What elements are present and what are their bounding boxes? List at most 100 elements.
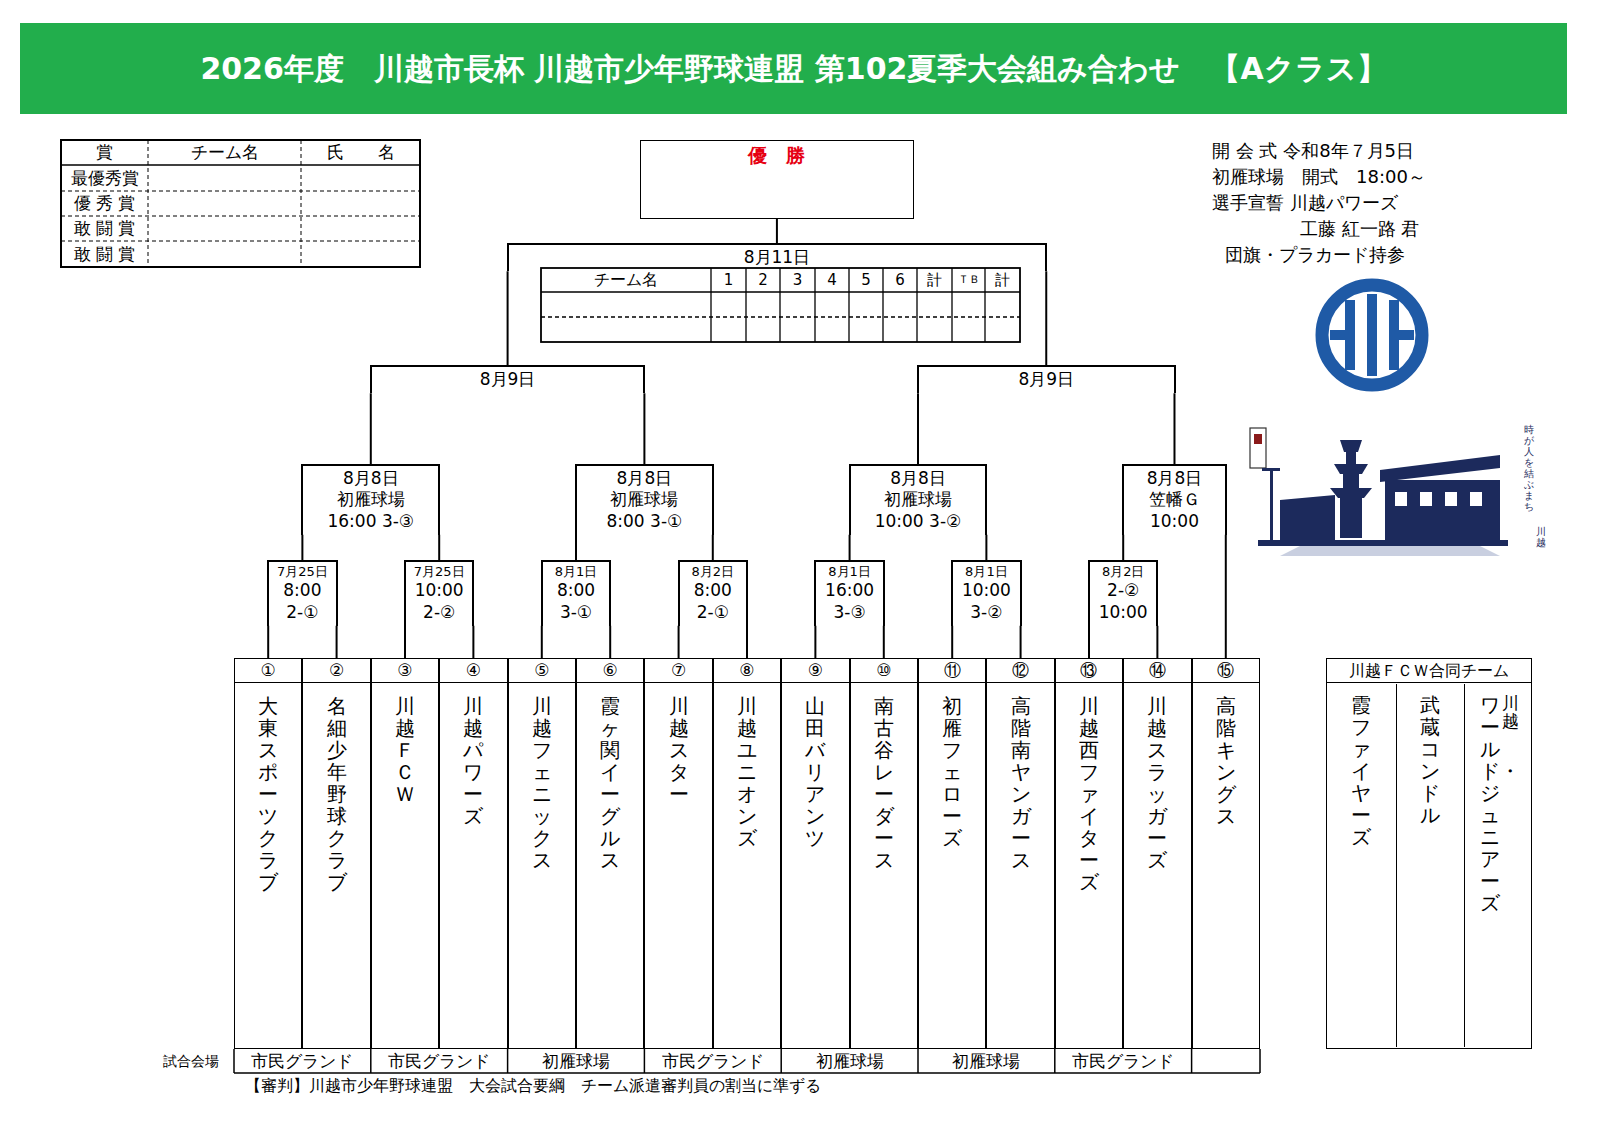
- team-number: ⑤: [509, 659, 575, 683]
- team-column: ⑪ 初雁フェローズ: [918, 658, 986, 1049]
- label: 市民グランド: [644, 1049, 781, 1073]
- team-column: ⑭川越スラッガーズ: [1123, 658, 1191, 1049]
- match-bracket: 7月25日8:002-①: [267, 560, 337, 626]
- illustration-text: 川越: [1536, 526, 1546, 548]
- label: 5: [849, 268, 883, 292]
- match-info: 3-②: [955, 602, 1017, 623]
- match-bracket: 8月9日: [370, 365, 646, 393]
- team-number: ⑥: [577, 659, 643, 683]
- match-info: 8月1日: [955, 564, 1017, 580]
- label: 氏 名: [301, 140, 420, 165]
- match-info: 8月2日: [1092, 564, 1154, 580]
- match-info: 3-③: [818, 602, 880, 623]
- champion-box: 優 勝: [640, 140, 914, 219]
- team-name: 名細少年野球クラブ: [327, 695, 347, 893]
- city-emblem: [1322, 285, 1422, 385]
- bracket-line: [609, 626, 611, 658]
- team-number: ⑫: [987, 659, 1053, 683]
- match-info: 初雁球場: [853, 489, 984, 510]
- match-info: 8:00: [545, 580, 607, 601]
- team-name: 高階キングス: [1216, 695, 1236, 827]
- label: 敢 闘 賞: [61, 216, 148, 241]
- team-column: ⑩南古谷レーダース: [850, 658, 918, 1049]
- team-number: ⑪: [919, 659, 985, 683]
- bracket-line: [776, 219, 778, 243]
- team-name: 初雁フェローズ: [942, 695, 962, 849]
- match-info: 8:00: [271, 580, 333, 601]
- match-info: 2-②: [1092, 580, 1154, 601]
- match-info: 16:00: [818, 580, 880, 601]
- bracket-line: [336, 626, 338, 658]
- team-number: ⑬: [1056, 659, 1122, 683]
- match-bracket: 8月8日初雁球場10:00 3-②: [849, 464, 988, 535]
- label: チーム名: [148, 140, 301, 165]
- team-name: 川越西ファイターズ: [1079, 695, 1099, 893]
- team-column: ⑬ 川越西ファイターズ: [1055, 658, 1123, 1049]
- bracket-line: [404, 626, 406, 658]
- match-info: 10:00: [1092, 602, 1154, 623]
- label: 初雁球場 開式 18:00～: [1212, 164, 1572, 190]
- awards-table-lines: [61, 140, 420, 267]
- bracket-line: [643, 393, 645, 464]
- team-name: 川越ユニオンズ: [737, 695, 757, 849]
- bracket-line: [746, 626, 748, 658]
- label: 6: [883, 268, 917, 292]
- label: 4: [815, 268, 849, 292]
- match-info: 8月9日: [921, 369, 1172, 390]
- match-bracket: 8月1日10:003-②: [951, 560, 1021, 626]
- match-info: 8月9日: [374, 369, 642, 390]
- match-info: 10:00: [408, 580, 470, 601]
- label: 最優秀賞: [61, 165, 148, 191]
- match-info: 16:00 3-③: [305, 511, 436, 532]
- match-bracket: 8月11日: [507, 243, 1048, 271]
- team-column: ⑨山田バリアンツ: [781, 658, 849, 1049]
- bracket-line: [1020, 626, 1022, 658]
- label: 2: [746, 268, 780, 292]
- label: 計: [985, 268, 1020, 292]
- label: 試合会場: [150, 1049, 232, 1073]
- champion-label: 優 勝: [641, 144, 913, 167]
- bracket-line: [951, 626, 953, 658]
- match-info: 2-①: [271, 602, 333, 623]
- team-name: 大東スポーツクラブ: [258, 695, 278, 893]
- label: 敢 闘 賞: [61, 241, 148, 267]
- match-info: 7月25日: [408, 564, 470, 580]
- match-info: 10:00: [1126, 511, 1223, 532]
- team-number: ⑧: [714, 659, 780, 683]
- team-name: 川越ＦＣＷ: [395, 695, 415, 805]
- member-team: 霞ファイヤーズ: [1327, 684, 1396, 1047]
- match-info: 8月11日: [511, 247, 1044, 268]
- label: 初雁球場: [781, 1049, 918, 1073]
- match-bracket: 8月2日8:002-①: [678, 560, 748, 626]
- match-bracket: 8月2日2-②10:00: [1088, 560, 1158, 626]
- label: 市民グランド: [234, 1049, 371, 1073]
- bracket-line: [575, 535, 577, 560]
- team-name: 山田バリアンツ: [805, 695, 825, 849]
- team-column: ⑫高階南ヤンガース: [986, 658, 1054, 1049]
- team-name: 川越フェニックス: [532, 695, 552, 871]
- match-bracket: 8月8日初雁球場8:00 3-①: [575, 464, 714, 535]
- label: 市民グランド: [371, 1049, 508, 1073]
- team-name: 南古谷レーダース: [874, 695, 894, 871]
- bracket-line: [1045, 271, 1047, 365]
- team-column: ②名細少年野球クラブ: [302, 658, 370, 1049]
- team-number: ⑭: [1124, 659, 1190, 683]
- team-number: ⑮: [1193, 659, 1259, 683]
- label: 工藤 紅一路 君: [1300, 216, 1560, 242]
- team-number: ①: [235, 659, 301, 683]
- match-info: 10:00 3-②: [853, 511, 984, 532]
- match-info: 8月1日: [545, 564, 607, 580]
- bracket-line: [541, 626, 543, 658]
- match-info: 8月8日: [305, 468, 436, 489]
- match-info: 8月1日: [818, 564, 880, 580]
- label: 開 会 式 令和8年７月5日: [1212, 138, 1572, 164]
- team-column: ③川越ＦＣＷ: [371, 658, 439, 1049]
- bracket-line: [472, 626, 474, 658]
- member-team-name: 武蔵コンドル: [1420, 694, 1440, 826]
- label: 初雁球場: [508, 1049, 645, 1073]
- label: 市民グランド: [1055, 1049, 1192, 1073]
- score-table-lines: [541, 268, 1020, 342]
- bracket-line: [507, 271, 509, 365]
- match-bracket: 8月1日16:003-③: [814, 560, 884, 626]
- label: 【審判】川越市少年野球連盟 大会試合要綱 チーム派遣審判員の割当に準ずる: [245, 1075, 1145, 1097]
